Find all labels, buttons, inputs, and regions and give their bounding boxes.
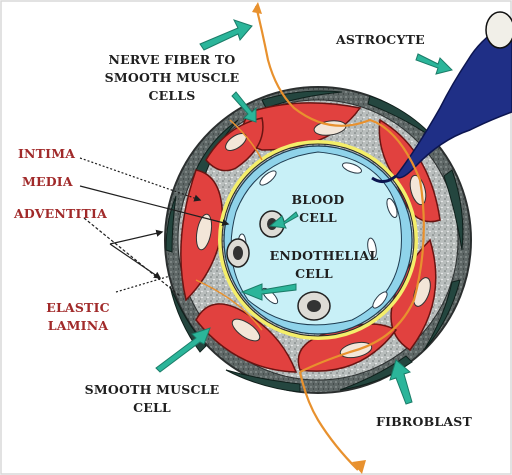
label-smooth-muscle-line2: CELL: [133, 400, 171, 415]
label-nerve-fiber-line2: SMOOTH MUSCLE: [105, 70, 240, 85]
label-media: MEDIA: [22, 174, 73, 189]
label-adventitia: ADVENTITIA: [13, 206, 107, 221]
label-endothelial-line1: ENDOTHELIAL: [270, 248, 379, 263]
label-nerve-fiber-line3: CELLS: [148, 88, 195, 103]
label-astrocyte: ASTROCYTE: [335, 32, 425, 47]
label-fibroblast: FIBROBLAST: [376, 414, 472, 429]
label-intima: INTIMA: [18, 146, 75, 161]
label-smooth-muscle-line1: SMOOTH MUSCLE: [85, 382, 220, 397]
label-elastic-line2: LAMINA: [48, 318, 109, 333]
label-endothelial-line2: CELL: [295, 266, 333, 281]
label-blood-cell-line2: CELL: [299, 210, 337, 225]
label-blood-cell-line1: BLOOD: [292, 192, 345, 207]
label-nerve-fiber-line1: NERVE FIBER TO: [108, 52, 235, 67]
label-elastic-line1: ELASTIC: [46, 300, 110, 315]
